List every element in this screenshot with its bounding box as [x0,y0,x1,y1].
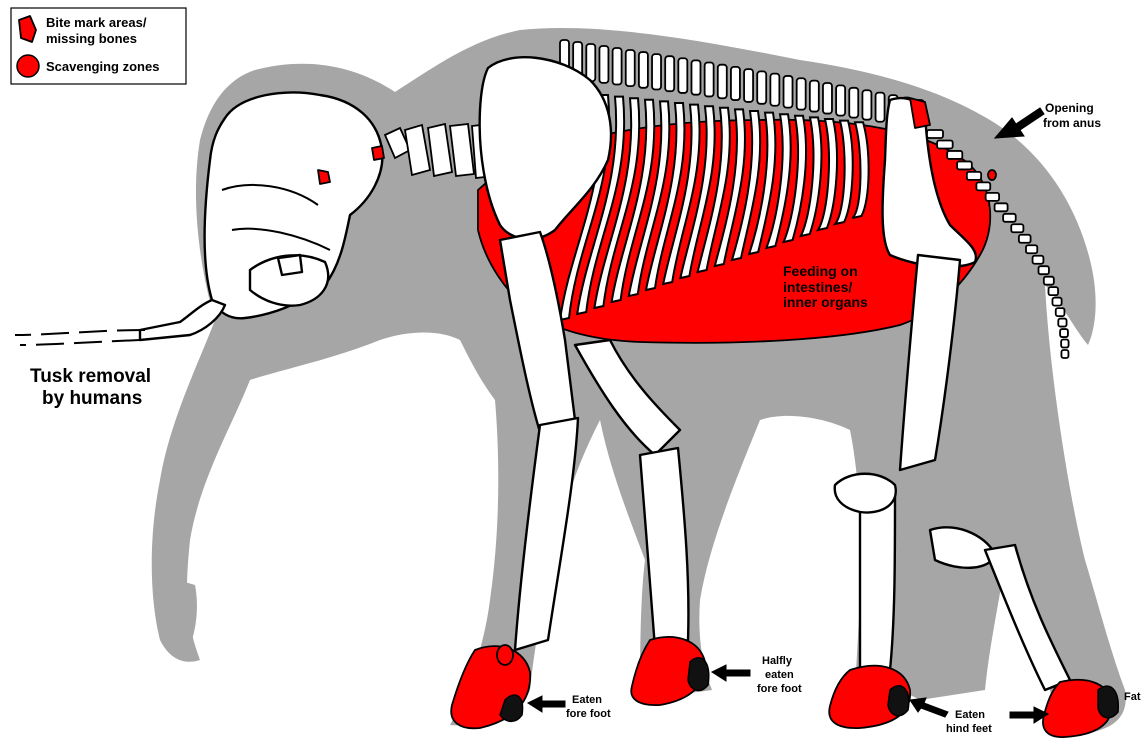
organs-label-1: Feeding on [783,263,858,279]
tusk-group [15,300,225,345]
tail-vertebra [1060,329,1068,337]
spine-vertebra [665,56,674,91]
hind-eaten-label-2: hind feet [946,723,992,735]
tail-vertebra [927,130,943,138]
fore-eaten-label-1: Eaten [572,694,602,706]
skull-bite-mark-2 [372,146,384,160]
spine-vertebra [784,76,793,108]
tail-vertebra [1056,308,1065,316]
tail-vertebra [957,161,972,169]
spine-vertebra [639,52,648,88]
anus-arrow [995,108,1044,138]
legend-bite-line2: missing bones [46,31,137,46]
tail-vertebra [1052,298,1061,306]
hind-eaten-label-1: Eaten [955,709,985,721]
tail-vertebra [947,151,962,159]
spine-vertebra [599,46,608,83]
spine-vertebra [757,71,766,103]
legend: Bite mark areas/ missing bones Scavengin… [11,8,186,84]
tail-vertebra [976,182,990,190]
fore-half-arrow [712,665,750,681]
tail-vertebra [1061,350,1068,358]
anus-bite-mark [988,170,996,180]
fore-half-label-1: Halfly [762,655,793,667]
spine-vertebra [678,58,687,93]
skull-bite-mark-1 [318,170,330,184]
spine-vertebra [770,74,779,106]
tusk-label-1: Tusk removal [30,366,151,387]
tooth [278,255,302,275]
fore-half-label-3: fore foot [757,683,802,695]
removed-tusk-dashed [15,330,145,345]
tail-vertebra [986,193,999,201]
spine-vertebra [823,83,832,114]
spine-vertebra [705,63,714,97]
tusk-label-2: by humans [42,388,142,409]
spine-vertebra [613,48,622,85]
organs-label-3: inner organs [783,294,868,310]
fore-eaten-label-2: fore foot [566,708,611,720]
legend-scavenging: Scavenging zones [46,59,159,74]
tail-vertebra [1044,277,1054,285]
fat-pad-half [688,658,709,691]
hind-eaten-arrow-left [910,698,948,717]
tail-vertebra [1033,256,1044,264]
tail-vertebra [1003,214,1016,222]
fat-label: Fat [1124,691,1141,703]
anus-label-2: from anus [1043,116,1101,130]
organs-label-2: intestines/ [783,279,852,295]
spine-vertebra [876,93,885,122]
spine-vertebra [626,50,635,86]
spine-vertebra [744,69,753,102]
legend-bite-line1: Bite mark areas/ [46,15,147,30]
spine-vertebra [836,85,845,115]
fore-half-label-2: eaten [765,669,794,681]
fat-pad-hind-1 [888,686,909,716]
tail-vertebra [1048,287,1058,295]
tail-vertebra [995,203,1008,211]
tail-vertebra [1061,340,1068,348]
spine-vertebra [797,78,806,109]
spine-vertebra [718,65,727,99]
fore-eaten-arrow [528,696,565,712]
anus-label-1: Opening [1045,101,1094,115]
tail-vertebra [1026,245,1037,253]
tail-vertebra [1058,319,1066,327]
spine-vertebra [652,54,661,89]
spine-vertebra [862,90,871,119]
tail-vertebra [1039,266,1049,274]
spine-vertebra [691,60,700,94]
tail-vertebra [1011,224,1023,232]
spine-vertebra [731,67,740,100]
spine-vertebra [849,88,858,118]
scavenging-circle-icon [17,55,39,77]
spine-vertebra [586,44,595,81]
tail-vertebra [1019,235,1031,243]
spine-vertebra [810,81,819,112]
tail-vertebra [937,140,953,148]
fat-pad-hind-2 [1098,686,1118,718]
tail-vertebra [967,172,981,180]
